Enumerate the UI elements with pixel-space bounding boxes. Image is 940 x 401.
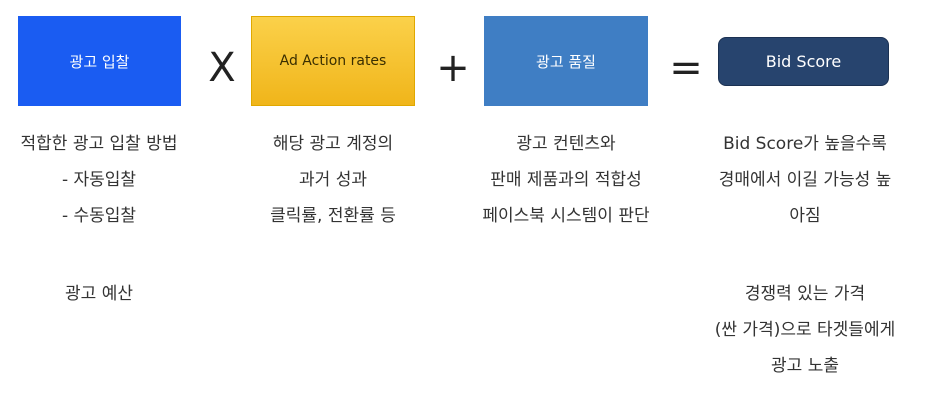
quality-description-line: 광고 컨텐츠와 <box>516 134 616 154</box>
score-exposure-line: 경쟁력 있는 가격 <box>744 284 866 304</box>
bid-budget-note: 광고 예산 <box>0 276 198 312</box>
quality-description-line: 페이스북 시스템이 판단 <box>482 206 650 226</box>
action-rates-description-line: 해당 광고 계정의 <box>272 134 394 154</box>
action-rates-description: 해당 광고 계정의 과거 성과 클릭률, 전환률 등 <box>233 126 433 234</box>
action-rates-description-line: 과거 성과 <box>299 170 367 190</box>
bid-score-box: Bid Score <box>718 37 889 86</box>
quality-description-line: 판매 제품과의 적합성 <box>490 170 642 190</box>
multiply-operator: X <box>208 45 236 91</box>
score-exposure-line: 광고 노출 <box>771 356 839 376</box>
bid-description-line: 적합한 광고 입찰 방법 <box>20 134 178 154</box>
ad-quality-box: 광고 품질 <box>484 16 648 106</box>
score-exposure-note: 경쟁력 있는 가격 (싼 가격)으로 타겟들에게 광고 노출 <box>700 276 910 384</box>
score-description-line: 경매에서 이길 가능성 높 <box>718 170 892 190</box>
score-exposure-line: (싼 가격)으로 타겟들에게 <box>714 320 896 340</box>
bid-description-line: - 수동입찰 <box>61 206 137 226</box>
equals-operator: = <box>669 45 703 91</box>
bid-description: 적합한 광고 입찰 방법 - 자동입찰 - 수동입찰 <box>0 126 198 234</box>
ad-bid-box: 광고 입찰 <box>18 16 181 106</box>
score-description: Bid Score가 높을수록 경매에서 이길 가능성 높 아짐 <box>700 126 910 234</box>
bid-score-box-label: Bid Score <box>765 52 842 71</box>
quality-description: 광고 컨텐츠와 판매 제품과의 적합성 페이스북 시스템이 판단 <box>466 126 666 234</box>
ad-bid-box-label: 광고 입찰 <box>69 52 130 71</box>
bid-description-line: - 자동입찰 <box>61 170 137 190</box>
ad-action-rates-box: Ad Action rates <box>251 16 415 106</box>
score-description-line: 아짐 <box>789 206 821 226</box>
ad-action-rates-box-label: Ad Action rates <box>279 53 387 69</box>
bid-budget-line: 광고 예산 <box>65 284 133 304</box>
score-description-line: Bid Score가 높을수록 <box>723 134 887 154</box>
plus-operator: + <box>436 45 470 91</box>
action-rates-description-line: 클릭률, 전환률 등 <box>270 206 396 226</box>
ad-quality-box-label: 광고 품질 <box>536 52 596 71</box>
